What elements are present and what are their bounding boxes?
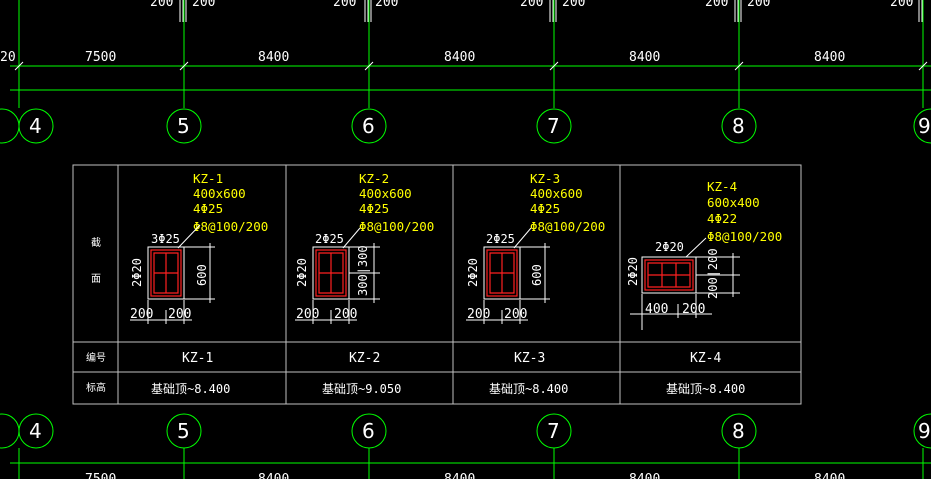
row-label-section: 截 面 [91, 236, 107, 285]
axis-label: 8 [732, 114, 745, 138]
elevation-cell: 基础顶~9.050 [322, 382, 401, 396]
column-schedule-table: 截 面 编号 标高 [72, 164, 802, 405]
row-code-cell: KZ-3 [514, 351, 545, 366]
side-bar-note: 2Φ20 [466, 258, 480, 287]
side-bar-note: 2Φ20 [295, 258, 309, 287]
axis-bubble-4-bottom[interactable] [18, 413, 54, 449]
corner-bar-note: 2Φ25 [315, 232, 344, 246]
side-bar-note: 2Φ20 [130, 258, 144, 287]
axis-bubble-9[interactable] [913, 108, 931, 144]
axis-bubble-6[interactable] [351, 108, 387, 144]
axis-bubble-7[interactable] [536, 108, 572, 144]
wall-mark: 200 [192, 0, 215, 10]
dim-span: 8400 [629, 50, 660, 65]
column-code: KZ-4 [707, 179, 737, 194]
row-label-elevation: 标高 [86, 381, 106, 394]
width-dim-right: 200 [334, 307, 357, 322]
axis-label: 6 [362, 419, 375, 443]
axis-label: 5 [177, 419, 190, 443]
width-dim-right: 200 [682, 302, 705, 317]
column-section-kz1[interactable]: KZ-1 400x600 4Φ25 Φ8@100/200 3Φ25 2Φ20 6… [130, 171, 268, 396]
axis-label: 7 [547, 419, 560, 443]
column-code: KZ-1 [193, 171, 223, 186]
elevation-cell: 基础顶~8.400 [489, 382, 568, 396]
axis-label: 8 [732, 419, 745, 443]
column-stirrup: Φ8@100/200 [707, 229, 782, 244]
column-stirrup: Φ8@100/200 [530, 219, 605, 234]
column-stirrup: Φ8@100/200 [359, 219, 434, 234]
axis-label: 4 [29, 419, 42, 443]
column-size: 400x600 [359, 186, 412, 201]
dim-span-bottom: 8400 [444, 472, 475, 479]
side-bar-note: 2Φ20 [626, 257, 640, 286]
wall-mark: 200 [375, 0, 398, 10]
axis-label: 5 [177, 114, 190, 138]
axis-label: 4 [29, 114, 42, 138]
top-axis-bubbles: 4 5 6 7 8 9 [0, 108, 931, 144]
column-size: 400x600 [530, 186, 583, 201]
wall-mark: 200 [333, 0, 356, 10]
wall-mark: 200 [747, 0, 770, 10]
wall-mark: 200 [562, 0, 585, 10]
column-section-kz2[interactable]: KZ-2 400x600 4Φ25 Φ8@100/200 2Φ25 2Φ20 3… [295, 171, 434, 396]
dim-span-bottom: 8400 [629, 472, 660, 479]
column-code: KZ-3 [530, 171, 560, 186]
corner-bar-note: 3Φ25 [151, 232, 180, 246]
axis-bubble-9-bottom[interactable] [913, 413, 931, 449]
elevation-cell: 基础顶~8.400 [666, 382, 745, 396]
column-section-kz3[interactable]: KZ-3 400x600 4Φ25 Φ8@100/200 2Φ25 2Φ20 6… [466, 171, 605, 396]
dim-text-clipped: 20 [0, 50, 16, 65]
axis-label: 6 [362, 114, 375, 138]
row-label-code: 编号 [86, 351, 106, 364]
height-dim: 300|300 [356, 245, 370, 296]
column-code: KZ-2 [359, 171, 389, 186]
height-dim: 600 [530, 264, 544, 286]
column-size: 400x600 [193, 186, 246, 201]
axis-label: 9 [918, 419, 931, 443]
width-dim-left: 400 [645, 302, 668, 317]
dim-span: 8400 [444, 50, 475, 65]
axis-bubble-4[interactable] [18, 108, 54, 144]
wall-mark: 200 [890, 0, 913, 10]
row-code-cell: KZ-2 [349, 351, 380, 366]
column-main-bars: 4Φ25 [530, 201, 560, 216]
wall-mark: 200 [520, 0, 543, 10]
row-code-cell: KZ-4 [690, 351, 721, 366]
wall-mark: 200 [150, 0, 173, 10]
elevation-cell: 基础顶~8.400 [151, 382, 230, 396]
corner-bar-note: 2Φ20 [655, 240, 684, 254]
height-dim: 200|200 [706, 248, 720, 299]
axis-label: 7 [547, 114, 560, 138]
dim-span: 8400 [258, 50, 289, 65]
column-stirrup: Φ8@100/200 [193, 219, 268, 234]
dim-span: 8400 [814, 50, 845, 65]
dim-span: 7500 [85, 50, 116, 65]
row-code-cell: KZ-1 [182, 351, 213, 366]
height-dim: 600 [195, 264, 209, 286]
width-dim-right: 200 [504, 307, 527, 322]
top-dimension-area: 200 200 200 200 200 200 200 200 200 [0, 0, 931, 108]
width-dim-right: 200 [168, 307, 191, 322]
dim-span-bottom: 7500 [85, 472, 116, 479]
column-section-kz4[interactable]: KZ-4 600x400 4Φ22 Φ8@100/200 2Φ20 2Φ20 2… [626, 179, 782, 396]
axis-bubble-5[interactable] [166, 108, 202, 144]
column-size: 600x400 [707, 195, 760, 210]
column-main-bars: 4Φ25 [359, 201, 389, 216]
column-main-bars: 4Φ22 [707, 211, 737, 226]
dim-span-bottom: 8400 [814, 472, 845, 479]
axis-label: 9 [918, 114, 931, 138]
width-dim-left: 200 [296, 307, 319, 322]
axis-bubble-8[interactable] [721, 108, 757, 144]
bottom-axis-bubbles: 4 5 6 7 8 9 7500 8400 8400 8400 8400 [0, 413, 931, 479]
width-dim-left: 200 [130, 307, 153, 322]
wall-mark: 200 [705, 0, 728, 10]
column-main-bars: 4Φ25 [193, 201, 223, 216]
corner-bar-note: 2Φ25 [486, 232, 515, 246]
dim-span-bottom: 8400 [258, 472, 289, 479]
width-dim-left: 200 [467, 307, 490, 322]
